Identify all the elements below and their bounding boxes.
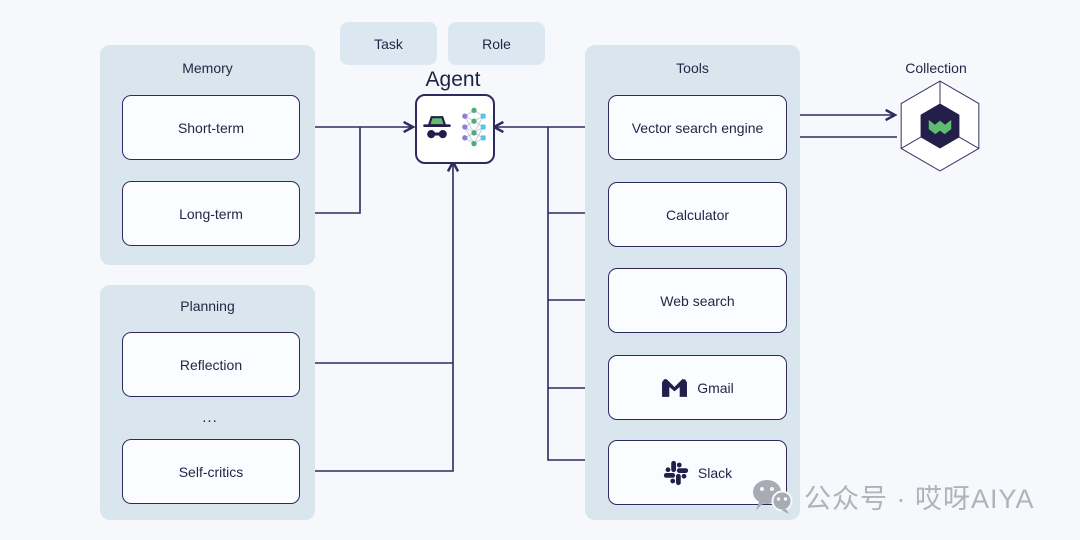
- collection-label: Collection: [905, 60, 967, 76]
- gmail-icon: [661, 377, 688, 398]
- neural-network-icon: [459, 107, 489, 152]
- planning-ellipsis: ...: [202, 409, 218, 426]
- agent-node: [415, 94, 495, 164]
- tool-gmail-label: Gmail: [697, 379, 734, 396]
- tool-calculator-label: Calculator: [665, 206, 730, 223]
- tool-calculator-node: Calculator: [608, 182, 787, 247]
- task-chip-label: Task: [374, 35, 403, 52]
- slack-icon: [663, 460, 689, 486]
- planning-reflection-label: Reflection: [179, 356, 243, 373]
- watermark: 公众号 · 哎呀AIYA: [752, 477, 1035, 516]
- memory-short-term-node: Short-term: [122, 95, 300, 160]
- planning-reflection-node: Reflection: [122, 332, 300, 397]
- memory-short-term-label: Short-term: [177, 119, 245, 136]
- role-chip-label: Role: [482, 35, 511, 52]
- memory-long-term-node: Long-term: [122, 181, 300, 246]
- agent-title: Agent: [425, 68, 481, 91]
- tool-slack-label: Slack: [697, 464, 733, 481]
- tool-vector-search-label: Vector search engine: [631, 119, 764, 136]
- planning-panel-title: Planning: [180, 298, 235, 314]
- tools-panel-title: Tools: [676, 60, 709, 76]
- incognito-agent-icon: [421, 113, 453, 146]
- planning-self-critics-label: Self-critics: [178, 463, 244, 480]
- tool-gmail-node: Gmail: [608, 355, 787, 420]
- wechat-icon: [752, 479, 794, 515]
- memory-long-term-label: Long-term: [179, 205, 243, 222]
- memory-panel-title: Memory: [182, 60, 233, 76]
- tool-web-search-label: Web search: [660, 292, 735, 309]
- weaviate-collection-logo: [896, 79, 984, 178]
- watermark-text: 公众号 · 哎呀AIYA: [804, 484, 1035, 514]
- tool-web-search-node: Web search: [608, 268, 787, 333]
- planning-self-critics-node: Self-critics: [122, 439, 300, 504]
- role-chip: Role: [448, 22, 545, 65]
- tool-vector-search-node: Vector search engine: [608, 95, 787, 160]
- task-chip: Task: [340, 22, 437, 65]
